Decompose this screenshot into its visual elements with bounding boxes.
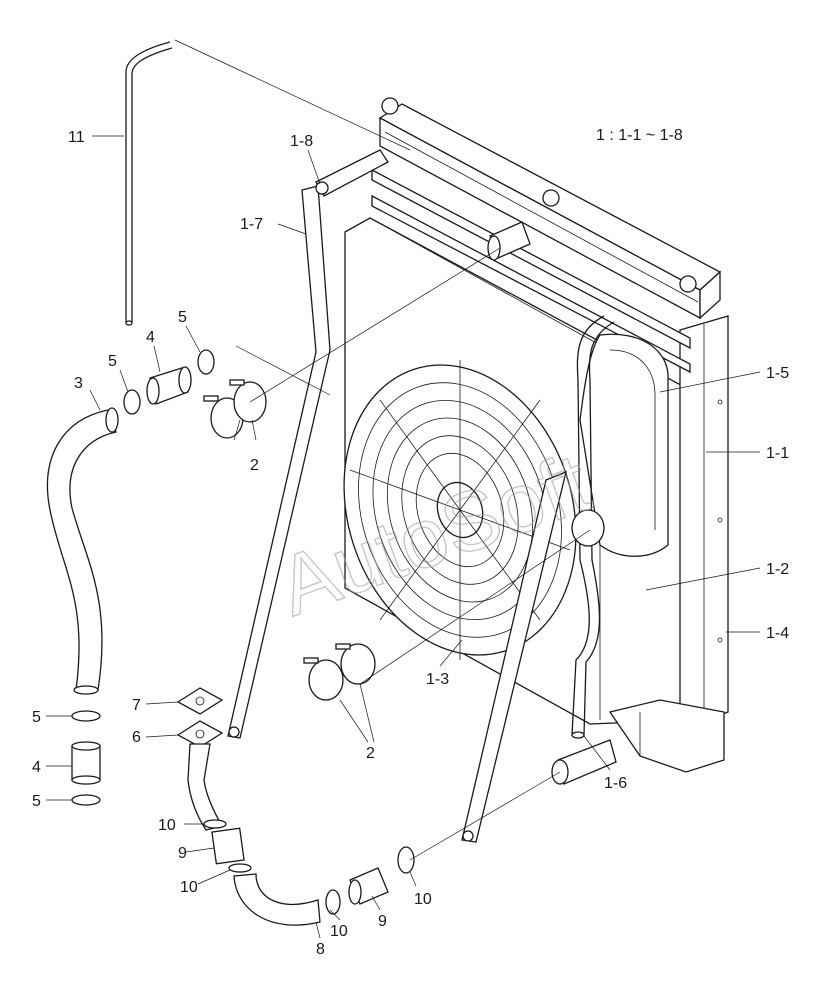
clamp-10-a xyxy=(203,819,227,829)
stay-1-7 xyxy=(227,185,331,739)
callout-1-1: 1-1 xyxy=(766,445,789,462)
stay-lower-right xyxy=(461,470,567,843)
callout-1-3: 1-3 xyxy=(426,671,449,688)
callout-1-6: 1-6 xyxy=(604,775,627,792)
top-support-rail xyxy=(371,168,691,374)
stay-1-8 xyxy=(315,149,389,197)
callout-1-2: 1-2 xyxy=(766,561,789,578)
clamp-10-c xyxy=(325,889,341,915)
callout-7: 7 xyxy=(132,697,141,714)
clamp-10-b xyxy=(228,863,252,873)
upper-outlet-tube xyxy=(487,221,531,261)
lower-outlet-tube xyxy=(551,739,617,785)
callout-8: 8 xyxy=(316,941,325,958)
hose-3 xyxy=(46,407,119,695)
clamp-5-low-2 xyxy=(71,794,101,806)
callout-2-bottom: 2 xyxy=(366,745,375,762)
callout-10-c: 10 xyxy=(330,923,348,940)
callout-1-8: 1-8 xyxy=(290,133,313,150)
support-frame-bottom xyxy=(608,699,725,773)
callout-9-b: 9 xyxy=(378,913,387,930)
fan-guard-1-3 xyxy=(343,360,577,660)
fan-shroud-1-5 xyxy=(579,333,669,557)
callout-10-a: 10 xyxy=(158,817,176,834)
callout-1-4: 1-4 xyxy=(766,625,789,642)
callout-11: 11 xyxy=(68,129,85,146)
callout-5-mid: 5 xyxy=(108,353,117,370)
callout-4-top: 4 xyxy=(146,329,155,346)
leader-lines xyxy=(46,39,761,939)
radiator-frame-top-tank xyxy=(378,97,722,320)
clamp-5-low-1 xyxy=(71,710,101,722)
clamp-2-upper xyxy=(203,379,267,439)
hose-8 xyxy=(233,873,321,926)
callout-5-low-1: 5 xyxy=(32,709,41,726)
vent-tube-11 xyxy=(125,41,173,326)
hose-9-a xyxy=(211,827,245,865)
callout-5-top: 5 xyxy=(178,309,187,326)
callout-10-b: 10 xyxy=(180,879,198,896)
pipe-1-6 xyxy=(571,315,615,739)
callout-1-5: 1-5 xyxy=(766,365,789,382)
callout-2-top: 2 xyxy=(250,457,259,474)
gasket-7 xyxy=(176,687,224,715)
clamp-10-d xyxy=(397,846,415,874)
callout-4-low: 4 xyxy=(32,759,41,776)
callout-5-low-2: 5 xyxy=(32,793,41,810)
flange-6 xyxy=(176,720,224,748)
hose-9-b xyxy=(348,867,389,905)
clamp-2-lower xyxy=(303,643,376,701)
legend-text: 1 : 1-1 ~ 1-8 xyxy=(596,127,683,144)
callout-6: 6 xyxy=(132,729,141,746)
callout-9-a: 9 xyxy=(178,845,187,862)
elbow-pipe xyxy=(187,743,223,831)
callout-10-d: 10 xyxy=(414,891,432,908)
callout-3: 3 xyxy=(74,375,83,392)
clamp-5-upper xyxy=(123,349,215,415)
hose-4-low xyxy=(71,741,101,785)
hose-4-upper xyxy=(146,366,192,405)
side-frame-1-1 xyxy=(679,315,729,731)
callout-1-7: 1-7 xyxy=(240,216,263,233)
